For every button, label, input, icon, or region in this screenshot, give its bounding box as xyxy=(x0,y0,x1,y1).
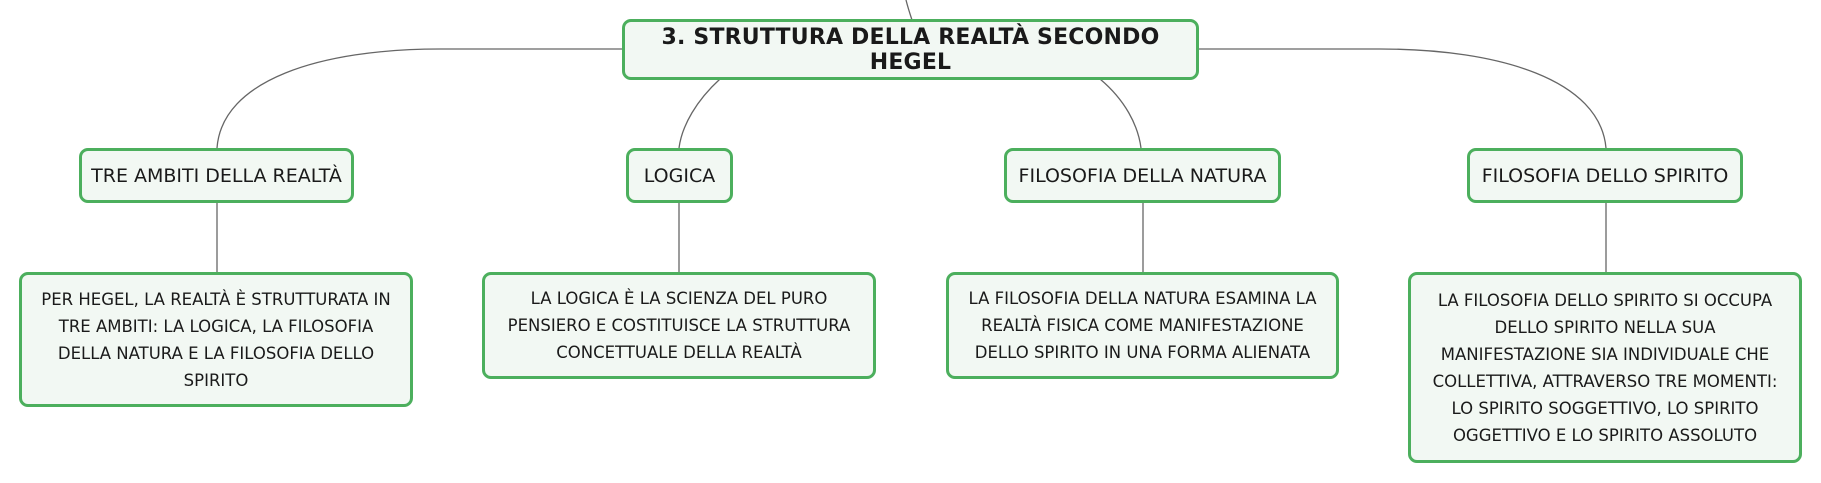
detail-text: PER HEGEL, LA REALTÀ È STRUTTURATA IN TR… xyxy=(41,289,391,390)
branch-node-tre-ambiti[interactable]: TRE AMBITI DELLA REALTÀ xyxy=(79,148,354,203)
branch-node-filosofia-spirito[interactable]: FILOSOFIA DELLO SPIRITO xyxy=(1467,148,1743,203)
detail-text: LA FILOSOFIA DELLA NATURA ESAMINA LA REA… xyxy=(968,289,1317,362)
root-node[interactable]: 3. STRUTTURA DELLA REALTÀ SECONDO HEGEL xyxy=(622,19,1199,80)
branch-node-logica[interactable]: LOGICA xyxy=(626,148,733,203)
branch-label: TRE AMBITI DELLA REALTÀ xyxy=(91,164,342,187)
branch-node-filosofia-natura[interactable]: FILOSOFIA DELLA NATURA xyxy=(1004,148,1281,203)
connector-parent xyxy=(905,0,913,21)
branch-label: LOGICA xyxy=(643,164,716,187)
detail-text: LA FILOSOFIA DELLO SPIRITO SI OCCUPA DEL… xyxy=(1432,290,1778,445)
connector-root-spirito xyxy=(1199,48,1607,149)
branch-label: FILOSOFIA DELLO SPIRITO xyxy=(1481,164,1729,187)
detail-node-logica[interactable]: LA LOGICA È LA SCIENZA DEL PURO PENSIERO… xyxy=(482,272,876,379)
root-node-label: 3. STRUTTURA DELLA REALTÀ SECONDO HEGEL xyxy=(661,24,1160,75)
detail-node-filosofia-natura[interactable]: LA FILOSOFIA DELLA NATURA ESAMINA LA REA… xyxy=(946,272,1339,379)
detail-node-filosofia-spirito[interactable]: LA FILOSOFIA DELLO SPIRITO SI OCCUPA DEL… xyxy=(1408,272,1802,463)
connector-root-tre-ambiti xyxy=(216,48,622,149)
connector-root-logica xyxy=(678,78,721,149)
detail-node-tre-ambiti[interactable]: PER HEGEL, LA REALTÀ È STRUTTURATA IN TR… xyxy=(19,272,413,407)
branch-label: FILOSOFIA DELLA NATURA xyxy=(1018,164,1267,187)
connector-root-natura xyxy=(1099,78,1142,149)
detail-text: LA LOGICA È LA SCIENZA DEL PURO PENSIERO… xyxy=(507,289,851,362)
